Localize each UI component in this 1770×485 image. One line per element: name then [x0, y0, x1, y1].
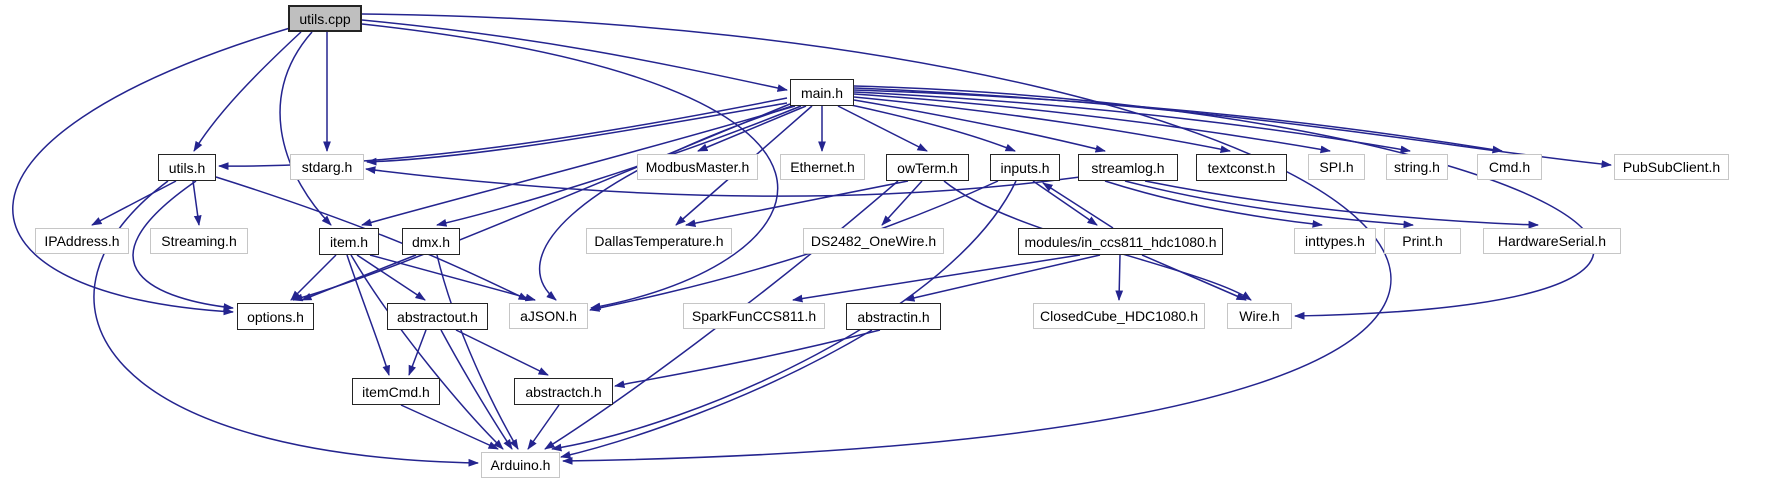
node-streaming-h: Streaming.h [150, 228, 248, 254]
edge-ccs811mod-h-to-sparkfun-h [792, 254, 1081, 303]
node-sparkfun-h: SparkFunCCS811.h [683, 303, 825, 329]
edge-ccs811mod-h-to-inputs-h [1042, 182, 1114, 229]
node-cmd-h: Cmd.h [1477, 154, 1542, 180]
edge-main-h-to-owterm-h [837, 105, 928, 152]
node-closedcube-h: ClosedCube_HDC1080.h [1033, 303, 1205, 329]
edge-main-h-to-spi-h [853, 93, 1331, 154]
node-ccs811mod-h[interactable]: modules/in_ccs811_hdc1080.h [1018, 228, 1223, 255]
edge-owterm-h-to-dallas-h [685, 180, 909, 227]
edge-dmx-h-to-options-h [301, 254, 417, 301]
edge-main-h-to-modbus-h [697, 105, 807, 152]
edge-utils-cpp-to-utils-h [193, 31, 302, 152]
edge-abstractout-h-to-abstractch-h [455, 329, 549, 376]
edge-ccs811mod-h-to-wire-h [1141, 254, 1247, 301]
edge-main-h-to-stdarg-h [366, 102, 788, 166]
edge-utils-h-to-streaming-h [192, 180, 202, 226]
node-ds2482-h: DS2482_OneWire.h [803, 228, 944, 254]
node-ethernet-h: Ethernet.h [780, 154, 865, 180]
edge-main-h-to-dmx-h [436, 105, 802, 227]
edge-inputs-h-to-ajson-h [589, 180, 999, 312]
edge-utils-cpp-to-ajson-h [361, 23, 779, 311]
node-abstractch-h[interactable]: abstractch.h [514, 378, 613, 405]
node-utils-cpp: utils.cpp [288, 5, 362, 32]
edge-item-h-to-arduino-h [350, 254, 504, 450]
edge-utils-h-to-options-h [132, 180, 234, 311]
edge-abstractch-h-to-arduino-h [527, 404, 560, 450]
node-streamlog-h[interactable]: streamlog.h [1078, 154, 1178, 181]
node-pubsub-h: PubSubClient.h [1614, 154, 1729, 180]
node-string-h: string.h [1386, 154, 1448, 180]
edge-inputs-h-to-arduino-h [551, 180, 1017, 452]
node-stdarg-h: stdarg.h [290, 154, 364, 180]
node-item-h[interactable]: item.h [319, 228, 379, 255]
edge-ccs811mod-h-to-closedcube-h [1115, 254, 1124, 301]
edge-abstractout-h-to-arduino-h [440, 329, 513, 450]
node-print-h: Print.h [1384, 228, 1461, 254]
node-textconst-h[interactable]: textconst.h [1196, 154, 1287, 181]
edge-main-h-to-textconst-h [853, 96, 1231, 153]
edge-streamlog-h-to-stdarg-h [365, 166, 1081, 197]
edge-utils-cpp-to-options-h [12, 27, 291, 316]
edge-streamlog-h-to-hwserial-h [1144, 180, 1539, 229]
edge-abstractout-h-to-itemcmd-h [408, 329, 427, 376]
edge-main-h-to-wire-h [853, 85, 1595, 320]
edge-item-h-to-abstractout-h [356, 254, 426, 301]
node-itemcmd-h[interactable]: itemCmd.h [352, 378, 440, 405]
node-inttypes-h: inttypes.h [1294, 228, 1376, 254]
edge-streamlog-h-to-print-h [1124, 180, 1414, 229]
node-main-h[interactable]: main.h [790, 79, 854, 106]
node-abstractout-h[interactable]: abstractout.h [387, 303, 488, 330]
edges [12, 13, 1612, 467]
edge-ccs811mod-h-to-abstractin-h [904, 254, 1101, 302]
edge-owterm-h-to-ds2482-h [881, 180, 923, 226]
edge-item-h-to-ajson-h [369, 254, 536, 302]
node-ajson-h: aJSON.h [509, 303, 588, 329]
node-wire-h: Wire.h [1227, 303, 1292, 329]
edge-streamlog-h-to-inttypes-h [1104, 180, 1323, 228]
node-ipaddress-h: IPAddress.h [35, 228, 129, 254]
edge-main-h-to-inputs-h [850, 104, 1016, 152]
edge-dmx-h-to-arduino-h [436, 254, 519, 450]
node-owterm-h[interactable]: owTerm.h [886, 154, 969, 181]
edge-main-h-to-cmd-h [853, 89, 1503, 154]
node-utils-h[interactable]: utils.h [158, 154, 216, 181]
node-hwserial-h: HardwareSerial.h [1483, 228, 1621, 254]
node-dmx-h[interactable]: dmx.h [402, 228, 460, 255]
node-dallas-h: DallasTemperature.h [586, 228, 732, 254]
edge-main-h-to-streamlog-h [853, 99, 1106, 153]
edge-item-h-to-itemcmd-h [346, 254, 391, 376]
edge-abstractin-h-to-arduino-h [560, 329, 873, 459]
node-modbus-h: ModbusMaster.h [637, 154, 758, 180]
node-abstractin-h[interactable]: abstractin.h [846, 303, 941, 330]
edge-inputs-h-to-ccs811mod-h [1032, 180, 1098, 226]
node-arduino-h: Arduino.h [481, 452, 560, 478]
node-options-h[interactable]: options.h [237, 303, 314, 330]
edge-utils-cpp-to-main-h [361, 19, 788, 92]
edge-main-h-to-item-h [361, 105, 796, 227]
node-spi-h: SPI.h [1308, 154, 1365, 180]
edge-itemcmd-h-to-arduino-h [400, 404, 499, 450]
edge-utils-cpp-to-item-h [279, 31, 332, 226]
edge-item-h-to-options-h [290, 254, 337, 301]
edge-utils-h-to-ipaddress-h [91, 180, 177, 226]
edge-abstractin-h-to-abstractch-h [614, 329, 881, 388]
node-inputs-h[interactable]: inputs.h [990, 154, 1060, 181]
